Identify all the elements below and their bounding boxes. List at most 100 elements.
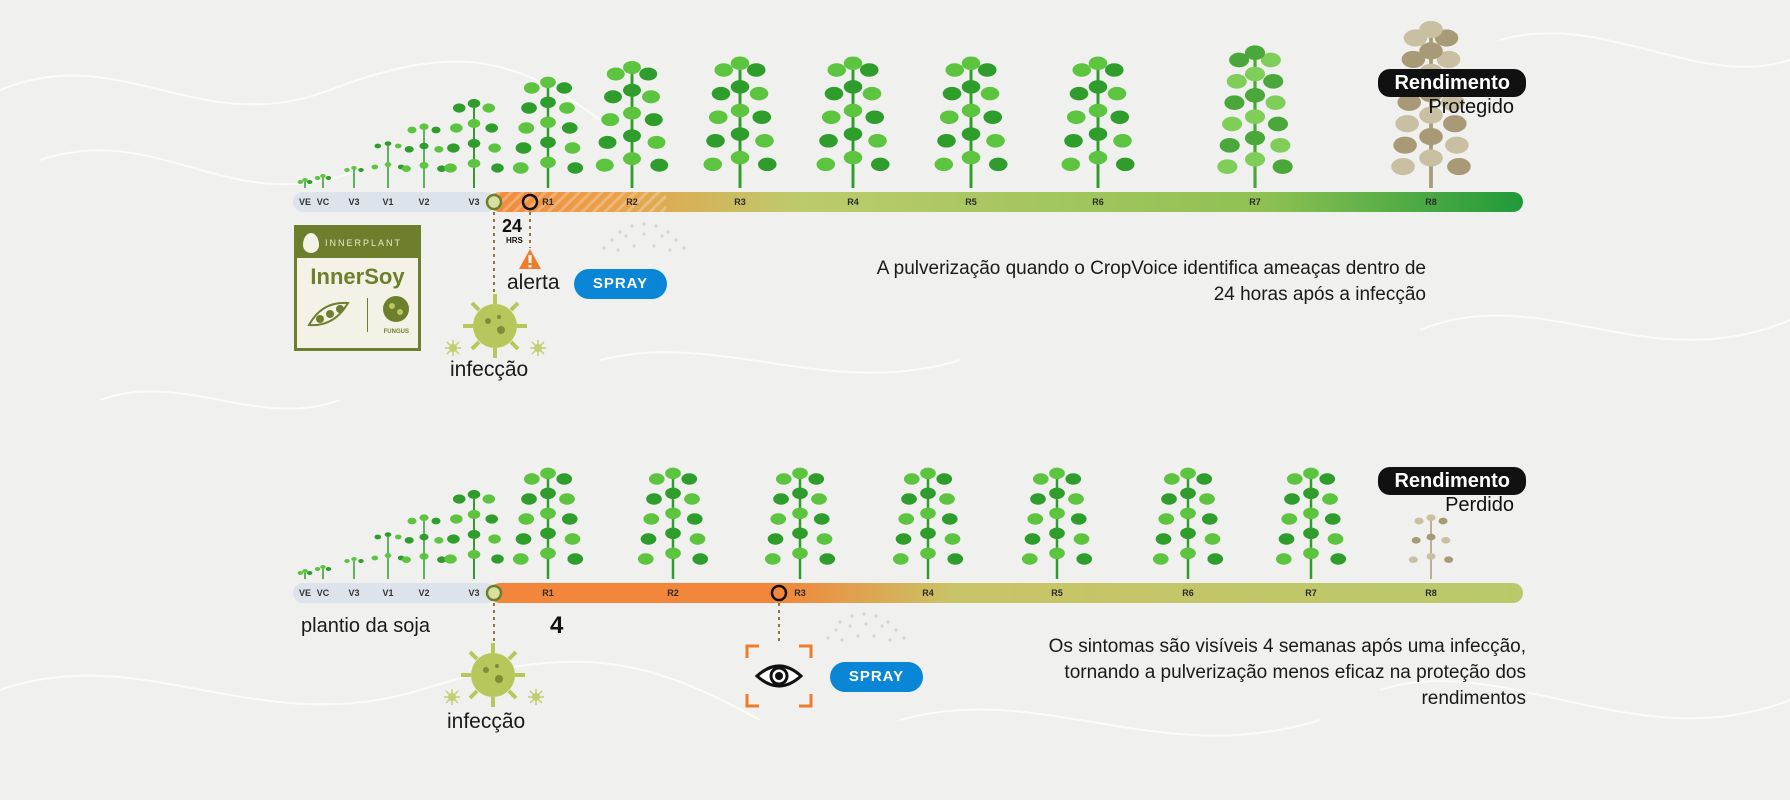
- top-stage-label: R2: [626, 197, 638, 207]
- bottom-soy-plant-icon: [892, 467, 964, 579]
- bottom-soy-plant-icon: [344, 557, 364, 579]
- top-soy-plant-icon: [703, 56, 777, 188]
- bottom-track-pale: [293, 583, 496, 603]
- spray-mist-icon: [826, 612, 906, 642]
- bottom-soy-plant-icon: [1408, 514, 1454, 579]
- bottom-caption-line2: tornando a pulverização menos eficaz na …: [1064, 662, 1526, 683]
- bottom-soy-plant-icon: [1152, 467, 1224, 579]
- bottom-track-progress: [490, 583, 1523, 603]
- bottom-soy-plant-icon: [371, 532, 405, 579]
- top-detection-marker: [521, 193, 539, 211]
- top-soy-plant-icon: [314, 174, 332, 188]
- top-soy-plant-icon: [934, 56, 1008, 188]
- top-stage-label: R5: [965, 197, 977, 207]
- bottom-soy-plant-icon: [637, 467, 709, 579]
- badge-company: INNERPLANT: [325, 238, 403, 248]
- bottom-stage-label: V3: [348, 588, 359, 598]
- soybean-pod-icon: [307, 301, 350, 326]
- bottom-soy-plant-icon: [444, 489, 504, 579]
- top-stage-label: R1: [542, 197, 554, 207]
- bottom-soy-plant-icon: [297, 569, 313, 579]
- bottom-result-title: Rendimento: [1378, 467, 1526, 495]
- bottom-stage-label: R1: [542, 588, 554, 598]
- bottom-caption-line3: rendimentos: [1421, 688, 1526, 709]
- bottom-result-subtitle: Perdido: [1445, 494, 1514, 516]
- bottom-stage-label: V3: [468, 588, 479, 598]
- bottom-stage-label: R2: [667, 588, 679, 598]
- bottom-soy-plant-icon: [314, 565, 332, 579]
- bottom-infection-virus-icon: [459, 641, 527, 709]
- badge-icons: FUNGUS: [297, 294, 418, 335]
- spore-icon: [444, 339, 462, 357]
- top-stage-label: R8: [1425, 197, 1437, 207]
- top-soy-plant-icon: [512, 76, 584, 188]
- top-caption-line2: 24 horas após a infecção: [1213, 284, 1426, 305]
- eye-symptom-icon: [745, 644, 813, 708]
- bottom-weeks-value: 4: [550, 612, 564, 639]
- top-stage-label: V3: [468, 197, 479, 207]
- bottom-stage-label: R5: [1051, 588, 1063, 598]
- alert-icon: [519, 249, 541, 269]
- top-track-pale: [293, 192, 496, 212]
- bottom-stage-label: V2: [418, 588, 429, 598]
- top-stage-label: R4: [847, 197, 859, 207]
- bottom-stage-label: VC: [317, 588, 330, 598]
- bottom-infection-marker: [485, 584, 503, 602]
- badge-fungus-label: FUNGUS: [383, 329, 409, 335]
- top-stage-label: R6: [1092, 197, 1104, 207]
- bottom-caption: Os sintomas são visíveis 4 semanas após …: [906, 634, 1526, 712]
- top-result-title: Rendimento: [1378, 69, 1526, 97]
- background-contours: [0, 32, 1790, 737]
- top-soy-plant-icon: [371, 141, 405, 188]
- bottom-stage-label: R3: [794, 588, 806, 598]
- bottom-stage-label: R6: [1182, 588, 1194, 598]
- top-stage-label: V1: [382, 197, 393, 207]
- top-stage-label: R3: [734, 197, 746, 207]
- spore-icon: [529, 339, 547, 357]
- top-stage-label: VC: [317, 197, 330, 207]
- top-stage-label: VE: [299, 197, 311, 207]
- spray-mist-icon: [602, 222, 686, 252]
- bottom-stage-label: V1: [382, 588, 393, 598]
- top-infection-virus-icon: [461, 292, 529, 360]
- bottom-stage-label: R7: [1305, 588, 1317, 598]
- top-infection-label: infecção: [450, 358, 529, 381]
- badge-product: InnerSoy: [310, 264, 405, 289]
- fungus-icon: [383, 296, 410, 322]
- spore-icon: [443, 688, 461, 706]
- bottom-soy-plant-icon: [512, 467, 584, 579]
- top-track-hatch: [496, 192, 666, 212]
- top-plants: [297, 20, 1471, 188]
- bottom-detection-marker: [770, 584, 788, 602]
- top-caption-line1: A pulverização quando o CropVoice identi…: [876, 258, 1426, 279]
- bottom-caption-line1: Os sintomas são visíveis 4 semanas após …: [1048, 636, 1526, 657]
- top-soy-plant-icon: [444, 98, 504, 188]
- top-soy-plant-icon: [1061, 56, 1135, 188]
- bottom-plants: [297, 467, 1454, 579]
- top-spray-button: SPRAY: [574, 269, 667, 299]
- top-hours-value: 24: [502, 216, 523, 236]
- top-track-progress: [490, 192, 1523, 212]
- bottom-planting-label: plantio da soja: [301, 615, 430, 637]
- bottom-stage-label: R8: [1425, 588, 1437, 598]
- top-soy-plant-icon: [816, 56, 890, 188]
- top-stage-label: R7: [1249, 197, 1261, 207]
- top-result-subtitle: Protegido: [1428, 96, 1514, 118]
- top-stage-label: V3: [348, 197, 359, 207]
- top-soy-plant-icon: [595, 60, 669, 188]
- spore-icon: [527, 688, 545, 706]
- innersoy-badge: INNERPLANT InnerSoy FUNGUS: [294, 225, 421, 351]
- bottom-soy-plant-icon: [401, 514, 447, 579]
- innerplant-leaf-icon: [303, 233, 319, 253]
- bottom-stage-label: R4: [922, 588, 934, 598]
- top-soy-plant-icon: [401, 123, 447, 188]
- top-caption: A pulverização quando o CropVoice identi…: [706, 256, 1426, 308]
- top-soy-plant-icon: [297, 178, 313, 188]
- badge-header: INNERPLANT: [297, 228, 418, 258]
- top-alert-label: alerta: [507, 271, 560, 294]
